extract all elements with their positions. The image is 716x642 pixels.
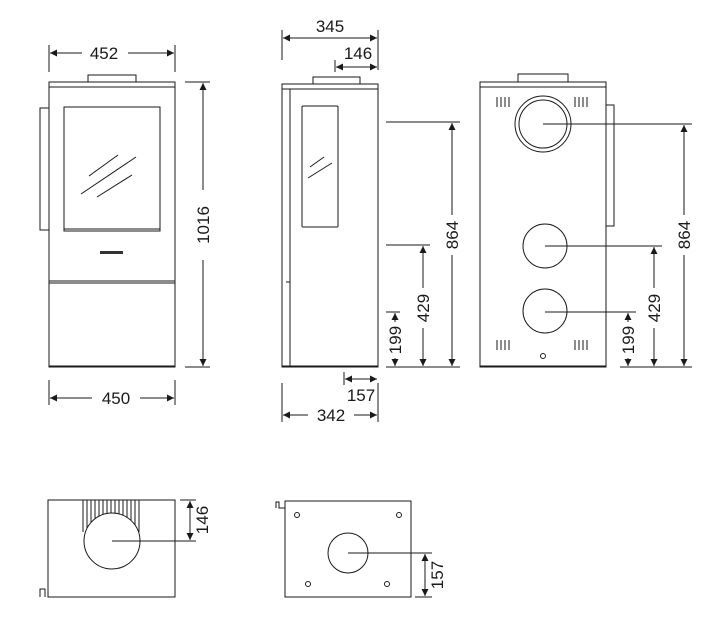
side-depth-top-label: 345 bbox=[316, 17, 344, 36]
bottom-air-inlet-offset-label: 157 bbox=[428, 561, 447, 589]
side-flue-offset-label: 146 bbox=[344, 44, 372, 63]
front-height-label: 1016 bbox=[194, 206, 213, 244]
top-view: 146 bbox=[39, 499, 212, 598]
side-flue-height-mid-label: 429 bbox=[414, 294, 433, 322]
side-view: 345 146 864 429 199 157 342 bbox=[281, 17, 462, 425]
vents bbox=[496, 97, 588, 350]
top-flue-offset-label: 146 bbox=[193, 506, 212, 534]
side-depth-bottom-label: 342 bbox=[317, 406, 345, 425]
front-view: 452 1016 450 bbox=[39, 44, 213, 408]
back-flue-height-top-label: 864 bbox=[675, 221, 694, 249]
feet-mounts bbox=[294, 512, 402, 587]
bottom-view: 157 bbox=[275, 500, 447, 598]
back-view: 864 429 199 bbox=[479, 73, 694, 368]
back-flue-height-mid-label: 429 bbox=[645, 294, 664, 322]
side-air-inlet-offset-label: 157 bbox=[347, 386, 375, 405]
side-flue-height-top-label: 864 bbox=[443, 221, 462, 249]
back-air-inlet-height-label: 199 bbox=[619, 326, 638, 354]
brand-logo bbox=[100, 251, 123, 254]
side-air-inlet-height-label: 199 bbox=[386, 326, 405, 354]
front-width-bottom-label: 450 bbox=[102, 389, 130, 408]
front-width-top-label: 452 bbox=[90, 44, 118, 63]
